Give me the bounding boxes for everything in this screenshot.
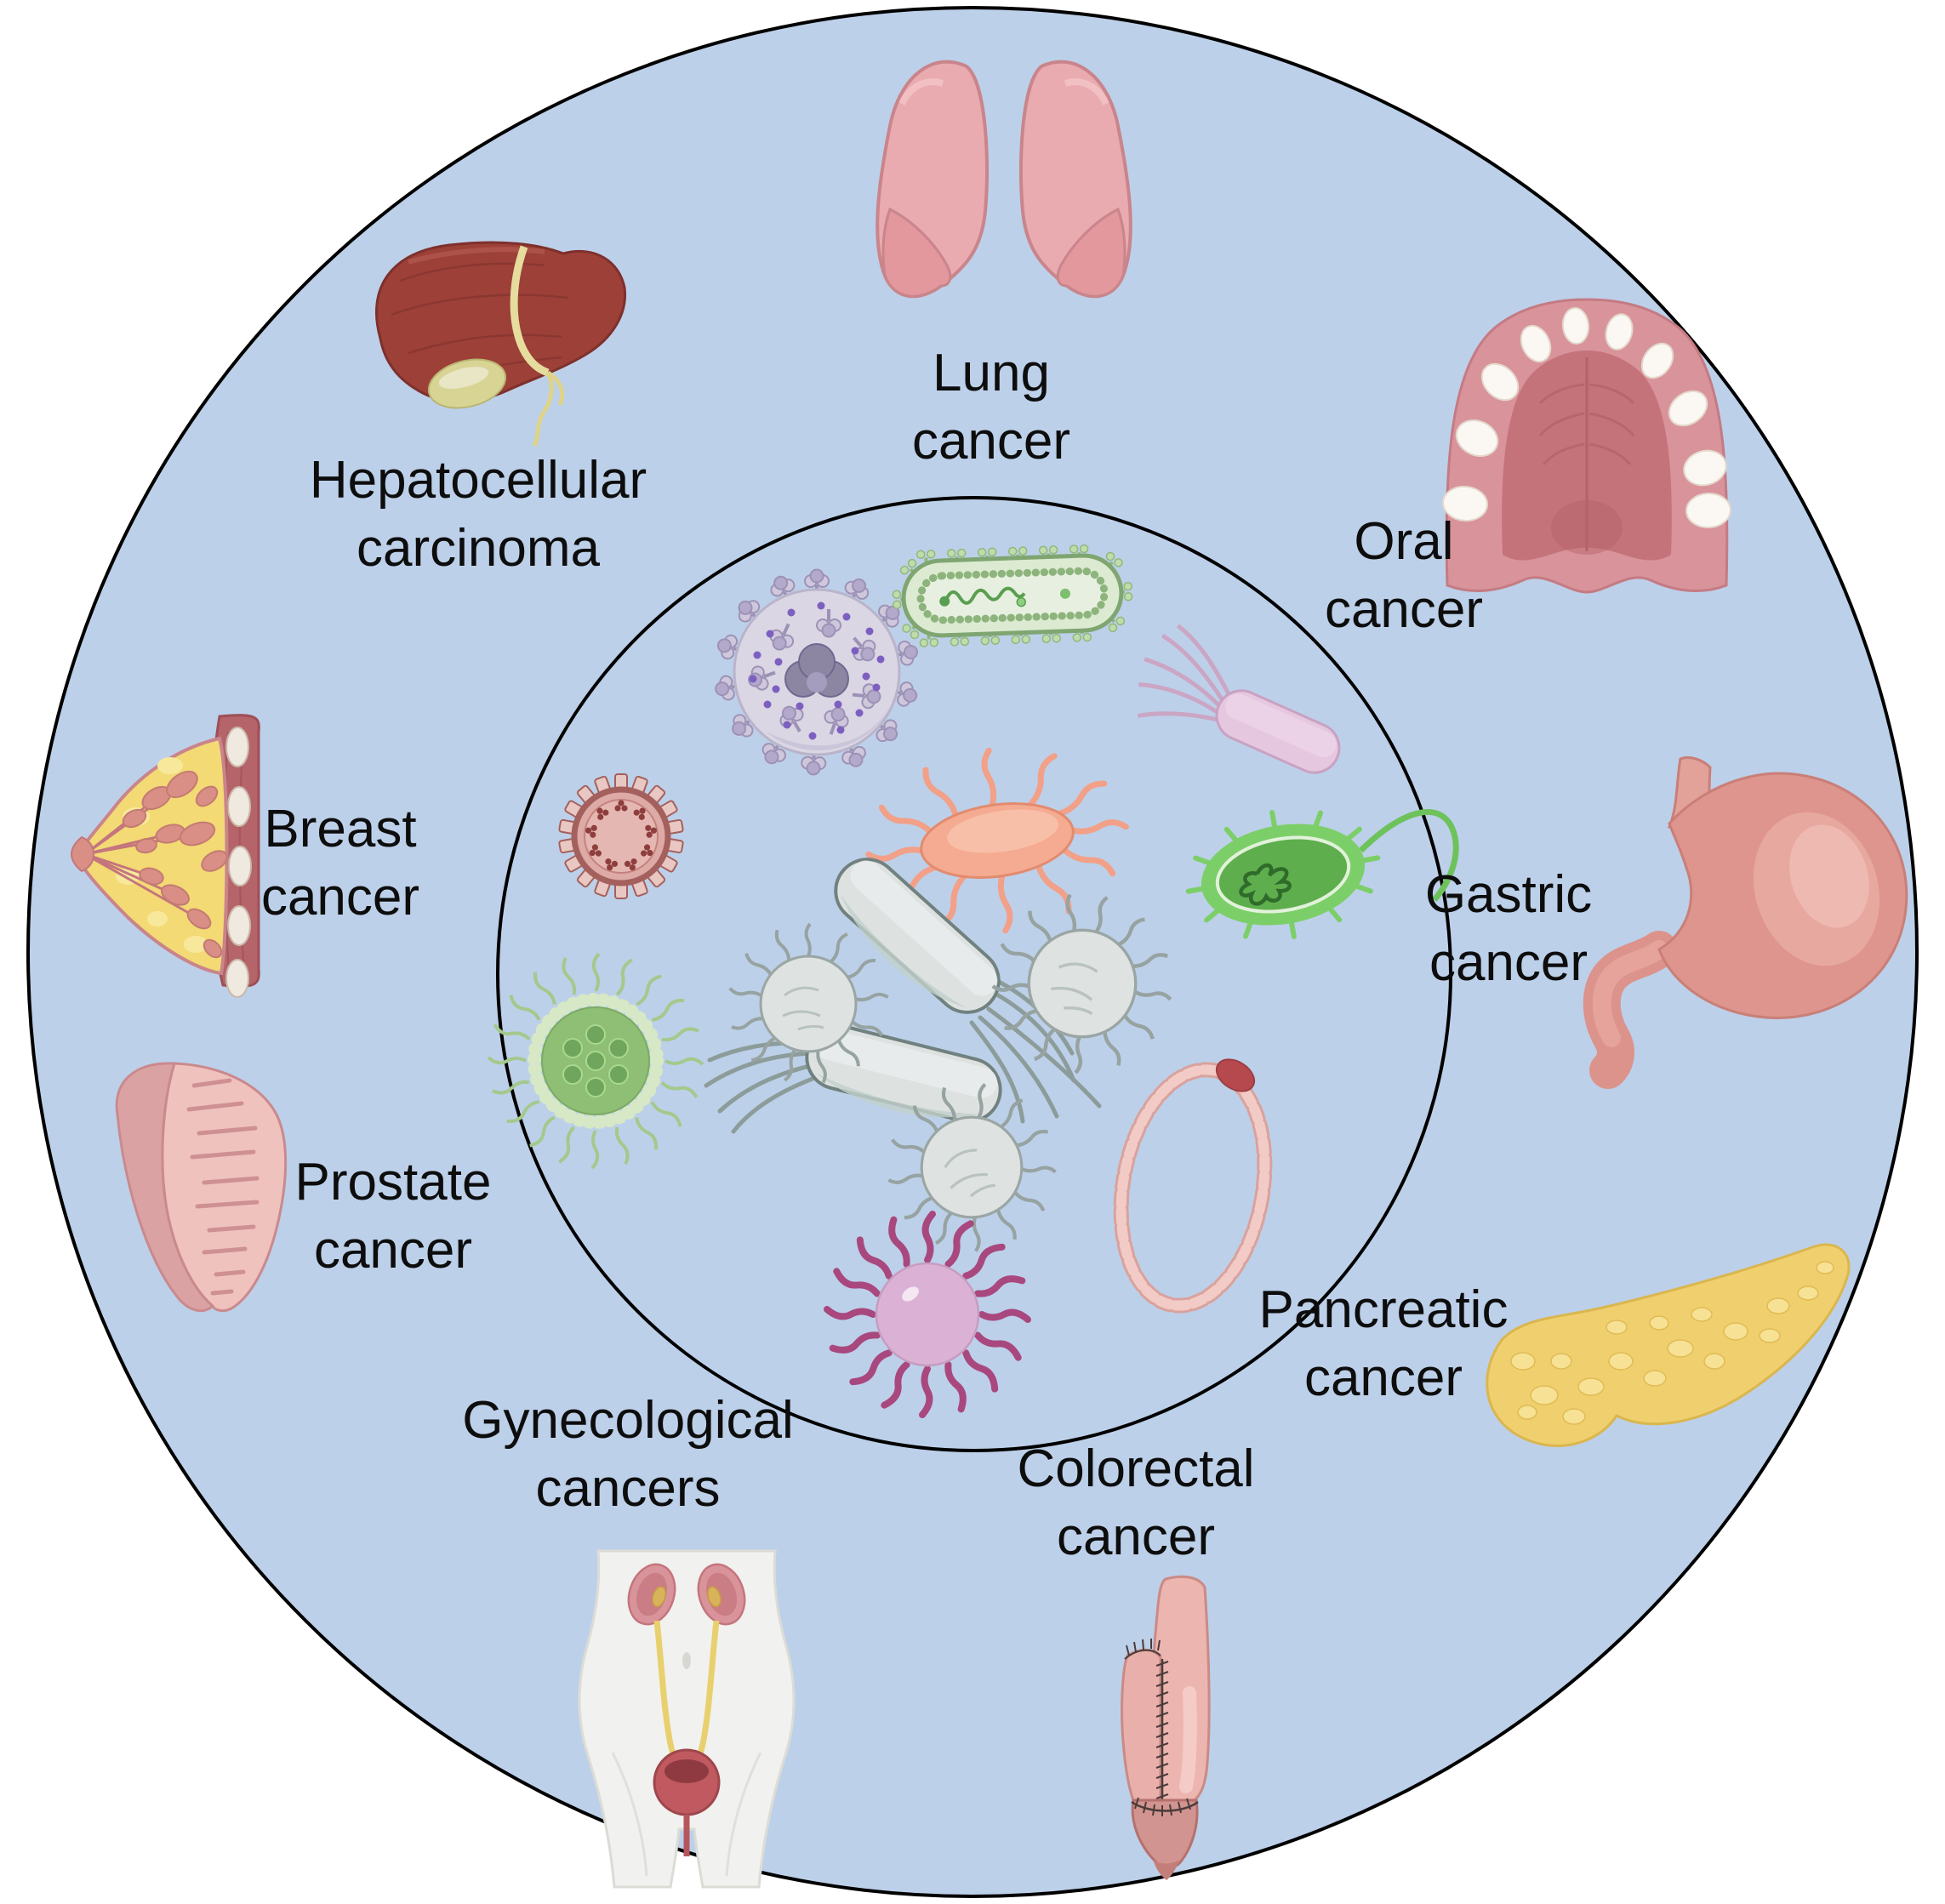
inner-circle (496, 496, 1452, 1452)
virus-rotavirus-icon (557, 773, 685, 899)
virus-dots (749, 601, 885, 740)
label-prostate-line1: Prostate (295, 1153, 492, 1211)
bacterium-pink-rod-icon (1137, 624, 1341, 774)
lungs-icon (876, 60, 1132, 299)
label-oral-line2: cancer (1325, 580, 1483, 639)
label-lung-line2: cancer (912, 412, 1070, 470)
kidney-left-icon (627, 1563, 676, 1626)
kidney-right-icon (697, 1563, 746, 1626)
label-hepatocellular-line2: carcinoma (356, 519, 601, 578)
falciform-ligament (510, 245, 550, 377)
virus-purple-icon (711, 567, 921, 775)
bacterium-salmon-flagellated-icon (857, 733, 1138, 948)
label-pancreatic-line1: Pancreatic (1259, 1280, 1509, 1339)
label-colorectal-line1: Colorectal (1017, 1439, 1254, 1498)
bacterium-green-spiky-icon (1178, 808, 1459, 953)
rectum-icon (1121, 1575, 1211, 1880)
prostate-striations (186, 1078, 260, 1296)
female-urinary-system-icon (578, 1549, 796, 1889)
bile-ducts (532, 370, 565, 447)
breast-lobules (122, 770, 228, 959)
label-gynecological-line2: cancers (535, 1459, 720, 1518)
stomach-icon (1583, 755, 1908, 1089)
virus-green-hairy-icon (487, 952, 704, 1170)
label-breast-line2: cancer (261, 868, 419, 926)
label-breast-line1: Breast (264, 800, 416, 858)
label-lung-line1: Lung (933, 344, 1050, 402)
prostate-icon (115, 1062, 288, 1313)
label-gastric-line1: Gastric (1425, 865, 1592, 924)
virus-magenta-icon (827, 1214, 1028, 1415)
mouth-icon (1442, 298, 1731, 594)
label-gynecological-line1: Gynecological (462, 1391, 793, 1450)
bacteria-chain-loop-icon (1113, 1058, 1273, 1314)
teeth-icon (1442, 307, 1731, 529)
label-oral-line1: Oral (1354, 512, 1453, 571)
label-hepatocellular-line1: Hepatocellular (310, 451, 647, 510)
pancreas-texture (1510, 1261, 1834, 1425)
label-gastric-line2: cancer (1429, 933, 1588, 992)
breast-icon (71, 714, 260, 998)
label-prostate-line2: cancer (314, 1221, 472, 1280)
label-colorectal-line2: cancer (1057, 1508, 1215, 1566)
ribs-icon (225, 727, 252, 998)
label-pancreatic-line2: cancer (1304, 1348, 1463, 1407)
bacterium-green-rod-icon (892, 544, 1134, 648)
pancreas-icon (1486, 1243, 1851, 1447)
liver-icon (375, 241, 627, 447)
